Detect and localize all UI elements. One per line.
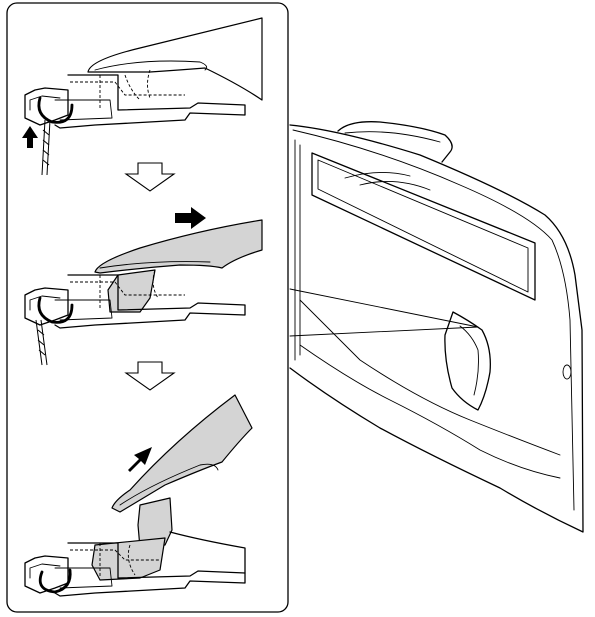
up-arrow-icon bbox=[22, 126, 38, 148]
step-3-lever[interactable] bbox=[111, 394, 253, 513]
step-3-assembly bbox=[24, 394, 253, 597]
step-1-lever bbox=[87, 17, 263, 101]
vehicle-rear-view bbox=[289, 121, 584, 533]
step-2-lever[interactable] bbox=[94, 219, 263, 274]
down-step-arrow-icon bbox=[124, 361, 176, 391]
step-2-assembly bbox=[24, 207, 263, 366]
right-arrow-icon bbox=[175, 207, 206, 229]
down-step-arrow-icon bbox=[124, 162, 176, 192]
diagonal-arrow-icon bbox=[128, 447, 152, 472]
step-1-assembly bbox=[22, 17, 263, 176]
